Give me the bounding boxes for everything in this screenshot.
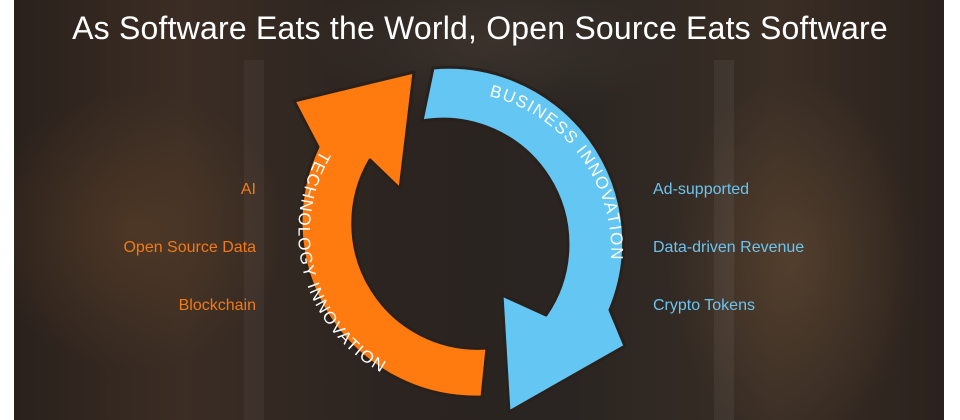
technology-item-blockchain: Blockchain bbox=[178, 297, 256, 314]
slide-title: As Software Eats the World, Open Source … bbox=[72, 10, 888, 46]
technology-item-open-source-data: Open Source Data bbox=[123, 239, 256, 256]
business-item-crypto-tokens: Crypto Tokens bbox=[653, 297, 755, 314]
business-item-ad-supported: Ad-supported bbox=[653, 181, 750, 198]
business-arrow bbox=[420, 65, 627, 414]
technology-arrow bbox=[292, 70, 489, 399]
business-item-data-driven-revenue: Data-driven Revenue bbox=[653, 239, 805, 256]
technology-item-ai: AI bbox=[240, 181, 256, 198]
